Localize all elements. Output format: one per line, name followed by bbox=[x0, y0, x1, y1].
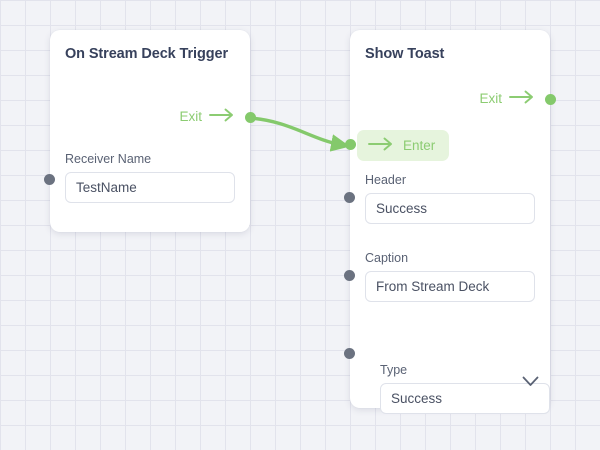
exit-port-row[interactable]: Exit bbox=[479, 90, 535, 107]
field-label: Receiver Name bbox=[65, 152, 152, 166]
exit-port-label: Exit bbox=[179, 109, 202, 124]
arrow-right-icon bbox=[368, 137, 394, 154]
output-port-trigger-exit[interactable] bbox=[245, 112, 256, 123]
output-port-toast-exit[interactable] bbox=[545, 94, 556, 105]
enter-port-label: Enter bbox=[403, 138, 436, 153]
arrow-right-icon bbox=[509, 90, 535, 107]
input-port-trigger-left[interactable] bbox=[44, 174, 55, 185]
caption-input[interactable]: From Stream Deck bbox=[365, 271, 535, 302]
edge-trigger-exit-to-toast-enter[interactable] bbox=[248, 116, 351, 152]
enter-port-badge[interactable]: Enter bbox=[357, 130, 450, 161]
node-show-toast[interactable]: Show Toast Exit Header Success Caption F… bbox=[350, 30, 550, 414]
receiver-name-input[interactable]: TestName bbox=[65, 172, 235, 203]
field-type: Type Success bbox=[380, 363, 550, 414]
input-port-toast-caption[interactable] bbox=[344, 270, 355, 281]
field-label: Type bbox=[380, 363, 408, 377]
exit-port-row[interactable]: Exit bbox=[179, 108, 235, 125]
type-select[interactable]: Success bbox=[380, 383, 550, 414]
exit-port-label: Exit bbox=[479, 91, 502, 106]
field-receiver-name: Receiver Name TestName bbox=[65, 152, 235, 203]
node-title: On Stream Deck Trigger bbox=[65, 46, 228, 62]
header-input[interactable]: Success bbox=[365, 193, 535, 224]
input-port-toast-header[interactable] bbox=[344, 192, 355, 203]
field-label: Header bbox=[365, 173, 406, 187]
input-port-toast-enter[interactable] bbox=[345, 139, 356, 150]
field-label: Caption bbox=[365, 251, 409, 265]
input-port-toast-type[interactable] bbox=[344, 348, 355, 359]
arrow-right-icon bbox=[209, 108, 235, 125]
field-caption: Caption From Stream Deck bbox=[365, 251, 535, 302]
node-on-stream-deck-trigger[interactable]: On Stream Deck Trigger Exit Receiver Nam… bbox=[50, 30, 250, 232]
node-title: Show Toast bbox=[365, 46, 445, 62]
field-header: Header Success bbox=[365, 173, 535, 224]
